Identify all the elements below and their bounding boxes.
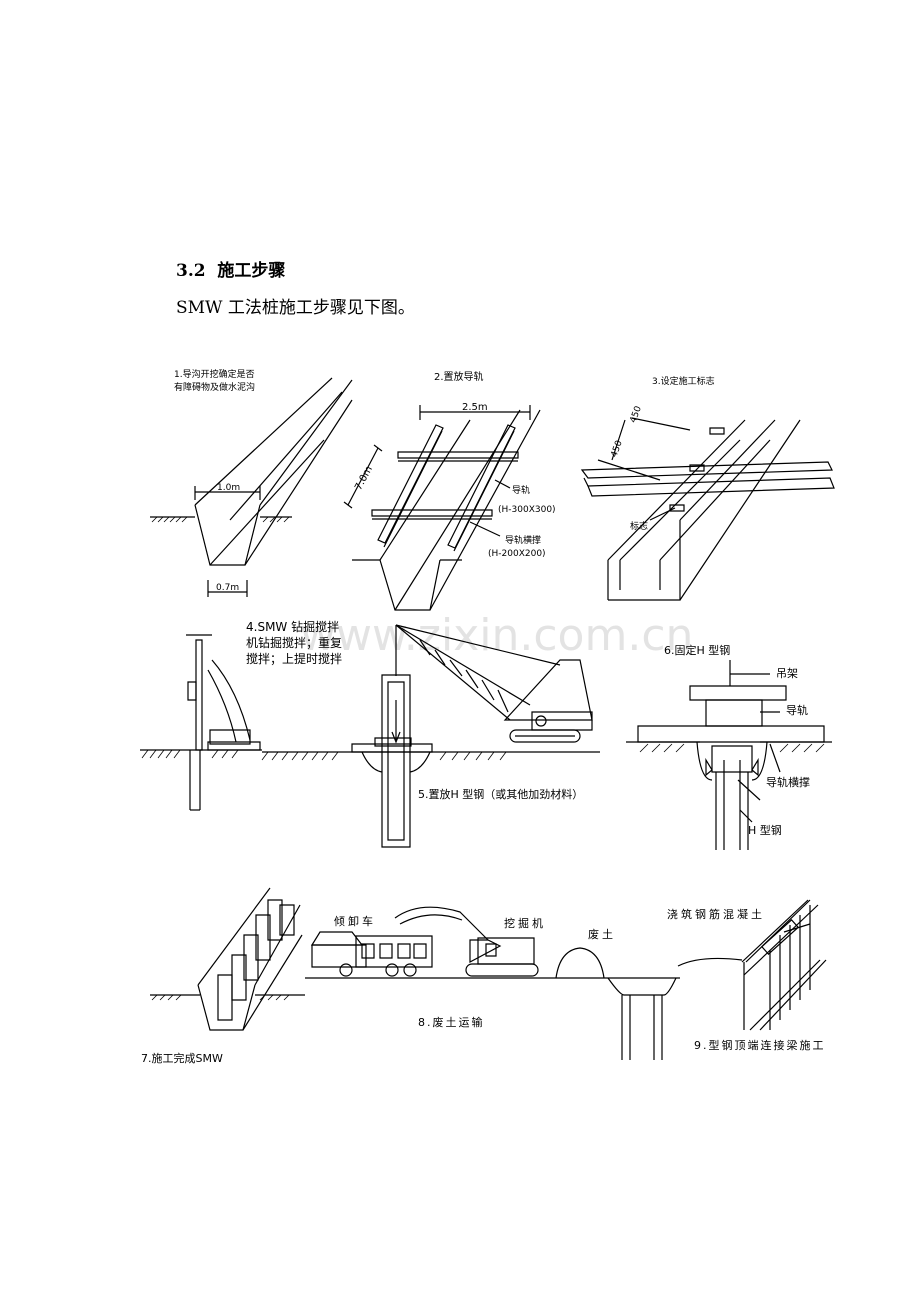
step7-completed-wall-drawing <box>150 888 305 1030</box>
step4-label-line3: 搅拌；上提时搅拌 <box>246 651 342 666</box>
section-number: 3.2 <box>176 261 206 281</box>
section-heading: 3.2 施工步骤 <box>176 256 285 281</box>
step9-capping-beam-drawing <box>678 900 826 1030</box>
watermark: www.zixin.com.cn <box>300 610 693 661</box>
step2-dim-length: 7.0m <box>353 464 375 492</box>
section-title: 施工步骤 <box>217 261 286 281</box>
step3-dim-a: 450 <box>629 405 644 425</box>
step1-label-line2: 有障碍物及做水泥沟 <box>174 381 255 393</box>
step8-spoil-transport-drawing <box>305 907 680 1060</box>
step4-label-line2: 机钻掘搅拌；重复 <box>246 635 342 650</box>
step1-dim-bottom: 0.7m <box>216 583 239 593</box>
step8-excavator-label: 挖掘机 <box>504 916 546 930</box>
step6-hanger-label: 吊架 <box>776 667 798 680</box>
step4-label-line1: 4.SMW 钻掘搅拌 <box>246 619 339 634</box>
step4-drill-rig-drawing <box>140 635 262 810</box>
step3-title: 3.设定施工标志 <box>652 375 715 387</box>
step8-spoil-label: 废土 <box>588 927 616 941</box>
intro-paragraph: SMW 工法桩施工步骤见下图。 <box>176 298 415 318</box>
step6-brace-label: 导轨横撑 <box>766 775 810 789</box>
step9-pour-label: 浇筑钢筋混凝土 <box>667 907 765 921</box>
step2-rail-spec: (H-300X300) <box>498 505 556 515</box>
step2-brace-label: 导轨横撑 <box>505 534 541 546</box>
step3-marks-drawing <box>582 418 834 600</box>
step1-trench-drawing <box>150 378 352 597</box>
step1-label-line1: 1.导沟开挖确定是否 <box>174 368 255 380</box>
step2-title: 2.置放导轨 <box>434 370 484 383</box>
step6-rail-label: 导轨 <box>786 703 808 717</box>
step3-mark-label: 标志 <box>630 520 648 532</box>
step6-title: 6.固定H 型钢 <box>664 643 730 657</box>
step8-dump-truck-label: 倾卸车 <box>334 914 376 928</box>
step2-dim-width: 2.5m <box>462 402 488 413</box>
step2-rail-label: 导轨 <box>512 484 530 496</box>
step8-title: 8.废土运输 <box>418 1015 485 1029</box>
step1-dim-top: 1.0m <box>217 483 240 493</box>
step2-brace-spec: (H-200X200) <box>488 549 546 559</box>
step2-guide-rail-drawing <box>344 405 540 610</box>
step5-title: 5.置放H 型钢（或其他加劲材料） <box>418 787 583 801</box>
step6-hbeam-label: H 型钢 <box>748 823 782 837</box>
step9-title: 9.型钢顶端连接梁施工 <box>694 1038 826 1052</box>
step3-dim-b: 450 <box>610 439 625 459</box>
step7-title: 7.施工完成SMW <box>141 1051 223 1065</box>
step6-fix-beam-drawing <box>626 660 832 850</box>
step5-crane-drawing <box>262 625 600 847</box>
